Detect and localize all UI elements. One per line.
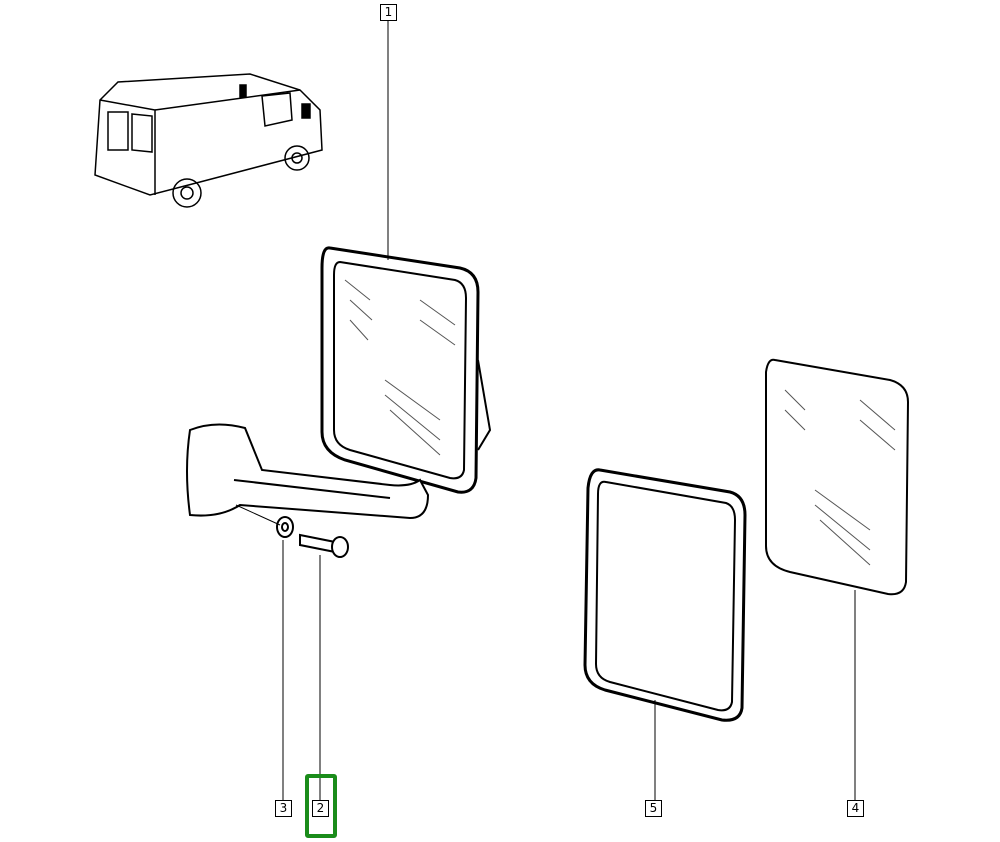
callout-2[interactable]: 2 [312, 800, 329, 817]
callout-3[interactable]: 3 [275, 800, 292, 817]
glass-part-4 [765, 358, 910, 596]
leader-lines [235, 20, 856, 800]
highlight-box-callout-2 [305, 774, 337, 838]
van-illustration [94, 73, 323, 208]
frame-part-5 [583, 468, 747, 722]
callout-4[interactable]: 4 [847, 800, 864, 817]
bolt-part-2 [299, 533, 349, 558]
mirror-assembly [186, 246, 492, 520]
callout-5[interactable]: 5 [645, 800, 662, 817]
washer-part-3 [276, 516, 294, 538]
callout-1[interactable]: 1 [380, 4, 397, 21]
